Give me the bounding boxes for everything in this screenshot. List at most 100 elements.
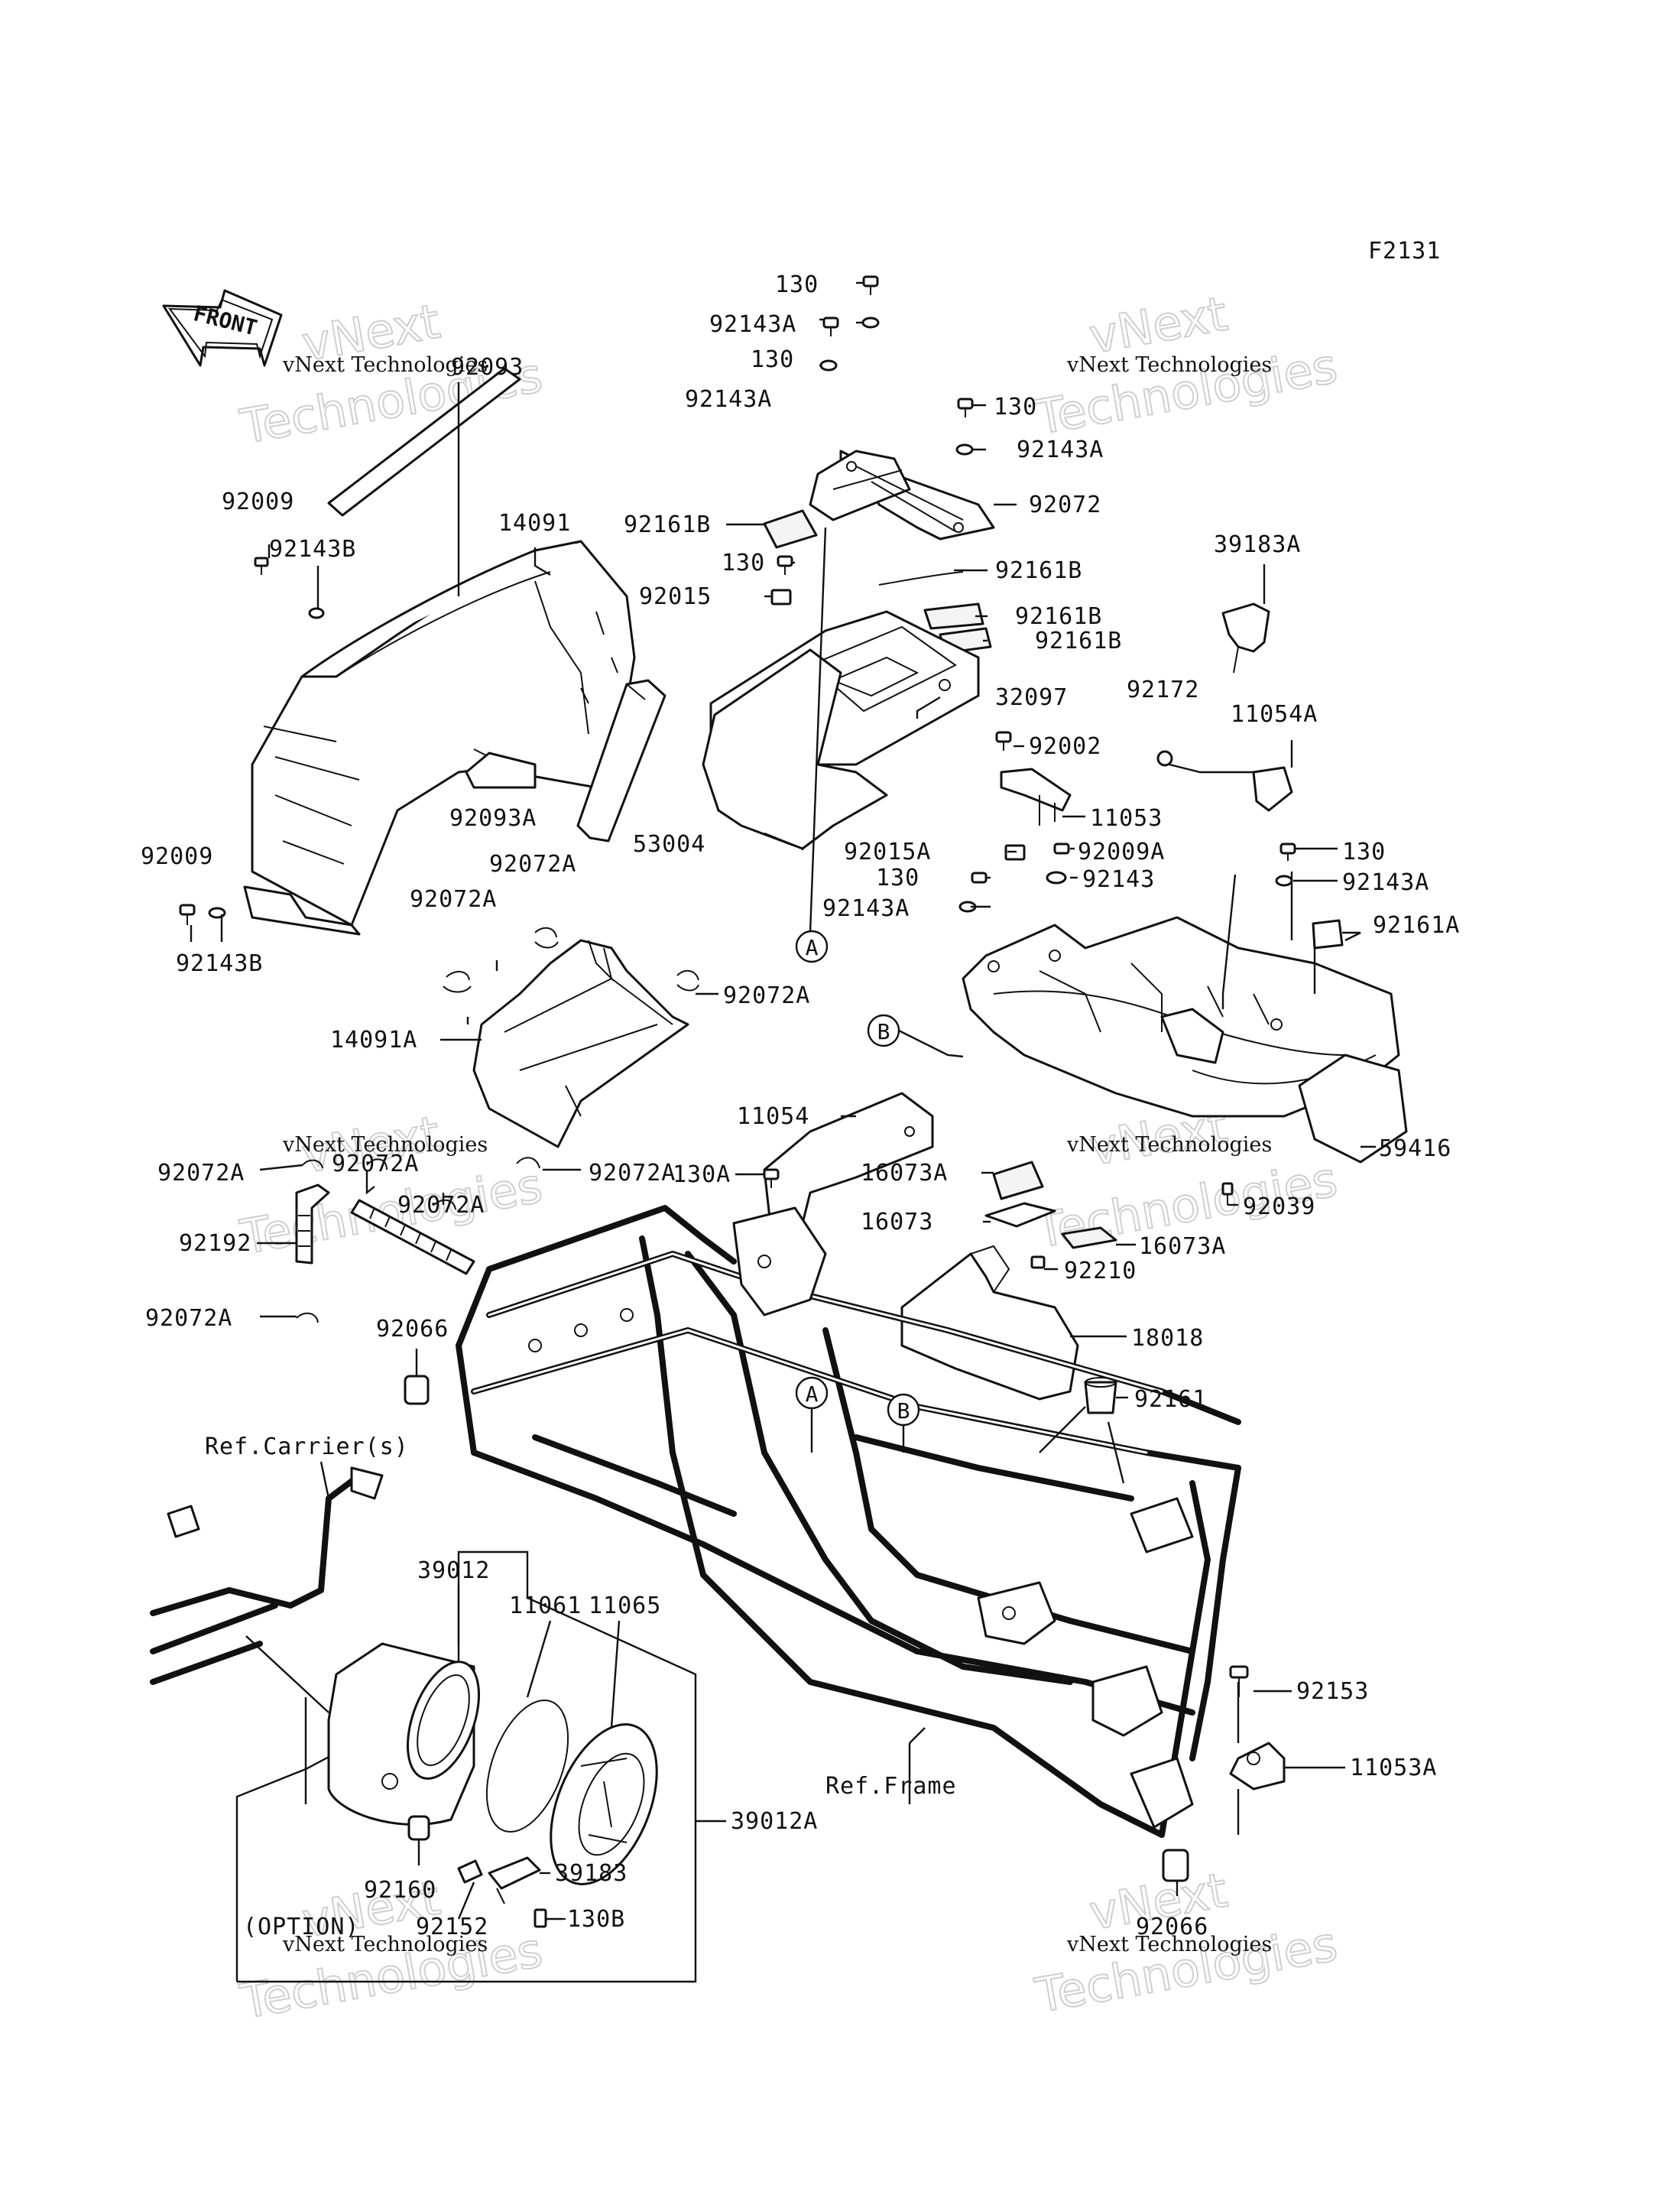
- part-label-l18018: 18018: [1131, 1325, 1204, 1352]
- part-label-l92072a-8: 92072A: [145, 1305, 232, 1332]
- part-label-l14091a: 14091A: [330, 1027, 417, 1054]
- svg-text:A: A: [806, 935, 819, 960]
- part-labels: F2131 130 92143A 130 92143A 130 92143A 9…: [141, 238, 1460, 1940]
- part-label-option: (OPTION): [243, 1914, 360, 1940]
- part-label-l92072a-1: 92072A: [489, 851, 576, 878]
- part-label-l59416: 59416: [1379, 1135, 1451, 1162]
- part-label-l92161b-b: 92161B: [995, 557, 1082, 584]
- part-label-l92153: 92153: [1296, 1678, 1369, 1705]
- part-label-l92015a: 92015A: [844, 839, 931, 865]
- part-label-l130-d: 130: [722, 550, 765, 576]
- part-39183A-clamp: [1221, 602, 1270, 674]
- part-11053A-plate: [1229, 1742, 1286, 1791]
- part-label-l130a: 130A: [673, 1161, 731, 1188]
- part-14091A-inner-fender: [472, 939, 689, 1148]
- part-92072A-clips: [296, 927, 699, 1323]
- part-92192-hoses: [295, 1183, 475, 1275]
- part-label-l39012a: 39012A: [731, 1808, 818, 1835]
- part-label-l11061: 11061: [509, 1592, 582, 1619]
- watermark-text: vNext Technologies: [282, 1133, 488, 1157]
- part-label-l92015: 92015: [639, 583, 712, 610]
- part-39012-winch: [327, 1642, 480, 1826]
- watermark-text: vNext Technologies: [1066, 1133, 1272, 1157]
- part-92160-nut: [407, 1815, 430, 1841]
- part-label-l92143b-b: 92143B: [176, 950, 263, 977]
- part-label-l130b: 130B: [567, 1906, 625, 1933]
- part-label-l11065: 11065: [589, 1592, 661, 1619]
- part-main-frame: [456, 1205, 1241, 1838]
- part-option-kit-box: [235, 1550, 697, 1983]
- part-screws: [179, 275, 1296, 1269]
- part-label-l92072a-2: 92072A: [410, 886, 497, 913]
- part-label-l92161a: 92161A: [1373, 912, 1460, 939]
- part-label-l92143a-d: 92143A: [1342, 869, 1429, 896]
- part-92161A-block: [1312, 919, 1344, 950]
- diagram-id: F2131: [1368, 238, 1441, 265]
- part-label-l16073: 16073: [861, 1209, 933, 1235]
- part-label-l16073a-a: 16073A: [861, 1160, 948, 1187]
- part-label-l11054: 11054: [737, 1103, 809, 1130]
- callout-b-frame: B: [887, 1393, 920, 1453]
- part-label-l92143a-a: 92143A: [709, 311, 796, 338]
- part-label-l92066-a: 92066: [376, 1316, 449, 1343]
- svg-text:B: B: [897, 1398, 910, 1424]
- part-16073-pads: [984, 1161, 1117, 1249]
- part-label-l92161b-c: 92161B: [1015, 603, 1102, 630]
- part-label-ref-carrier: Ref.Carrier(s): [205, 1433, 409, 1460]
- part-label-l92002: 92002: [1029, 733, 1101, 760]
- part-92093-strip: [327, 367, 521, 517]
- part-39183-clamp: [488, 1856, 541, 1904]
- part-label-ref-frame: Ref.Frame: [825, 1773, 957, 1800]
- part-label-l32097: 32097: [995, 684, 1068, 711]
- front-arrow-icon: FRONT: [162, 289, 283, 367]
- svg-text:A: A: [806, 1381, 819, 1407]
- part-92161B-pads: [763, 509, 992, 654]
- part-label-l92172: 92172: [1127, 677, 1199, 703]
- part-label-l39183a: 39183A: [1214, 531, 1301, 558]
- part-label-l92192: 92192: [179, 1230, 251, 1257]
- part-label-l92009-a: 92009: [222, 489, 294, 515]
- part-92152-washer: [457, 1859, 483, 1884]
- part-label-l92161b-d: 92161B: [1035, 628, 1122, 654]
- part-label-l92072a-6: 92072A: [397, 1192, 485, 1219]
- part-label-l92152: 92152: [416, 1914, 488, 1940]
- part-label-l92161: 92161: [1134, 1386, 1207, 1413]
- part-label-l92143b-a: 92143B: [269, 536, 356, 563]
- watermark-middle-left: vNext Technologies vNext Technologies: [235, 1104, 547, 1266]
- part-label-l92161b-a: 92161B: [624, 511, 711, 538]
- watermark-text: vNext Technologies: [282, 1933, 488, 1956]
- part-label-l92039: 92039: [1243, 1193, 1315, 1220]
- watermark-bottom-right: vNext Technologies vNext Technologies: [1030, 1861, 1342, 2024]
- part-label-l92093a: 92093A: [449, 805, 537, 832]
- callout-b-top: B: [867, 1014, 964, 1058]
- part-92093A-strip: [576, 679, 666, 843]
- callout-a-frame: A: [795, 1376, 829, 1453]
- part-label-l92009-b: 92009: [141, 843, 213, 870]
- leader-lines: [190, 281, 1376, 1920]
- part-53004-mat: [702, 648, 888, 850]
- part-11053-bracket: [1000, 768, 1072, 826]
- part-label-l92143a-e: 92143A: [822, 895, 910, 922]
- part-label-l130-f: 130: [876, 865, 919, 891]
- part-label-l11053: 11053: [1090, 805, 1163, 832]
- part-label-l11053a: 11053A: [1350, 1755, 1437, 1781]
- part-92161-grommet: [1084, 1377, 1117, 1414]
- part-14091-fender: [243, 540, 636, 936]
- callout-a-top: A: [795, 930, 829, 963]
- part-11054A-bracket: [1252, 766, 1293, 812]
- part-label-l92143a-b: 92143A: [685, 386, 772, 413]
- part-92066-bumpers: [404, 1375, 1189, 1882]
- part-label-l16073a-b: 16073A: [1139, 1233, 1226, 1260]
- part-label-l92072a-7: 92072A: [589, 1160, 676, 1187]
- part-label-l130-c: 130: [994, 394, 1037, 420]
- part-label-l11054a: 11054A: [1231, 701, 1318, 728]
- part-label-l92072: 92072: [1029, 492, 1101, 518]
- watermark-text: vNext Technologies: [1066, 1933, 1272, 1956]
- part-label-l92072a-3: 92072A: [723, 982, 810, 1009]
- part-label-l53004: 53004: [633, 831, 705, 858]
- part-label-l92009a: 92009A: [1078, 839, 1165, 865]
- part-label-l92160: 92160: [364, 1877, 436, 1904]
- part-label-l130-a: 130: [775, 271, 819, 298]
- part-label-l92072a-5: 92072A: [157, 1160, 245, 1187]
